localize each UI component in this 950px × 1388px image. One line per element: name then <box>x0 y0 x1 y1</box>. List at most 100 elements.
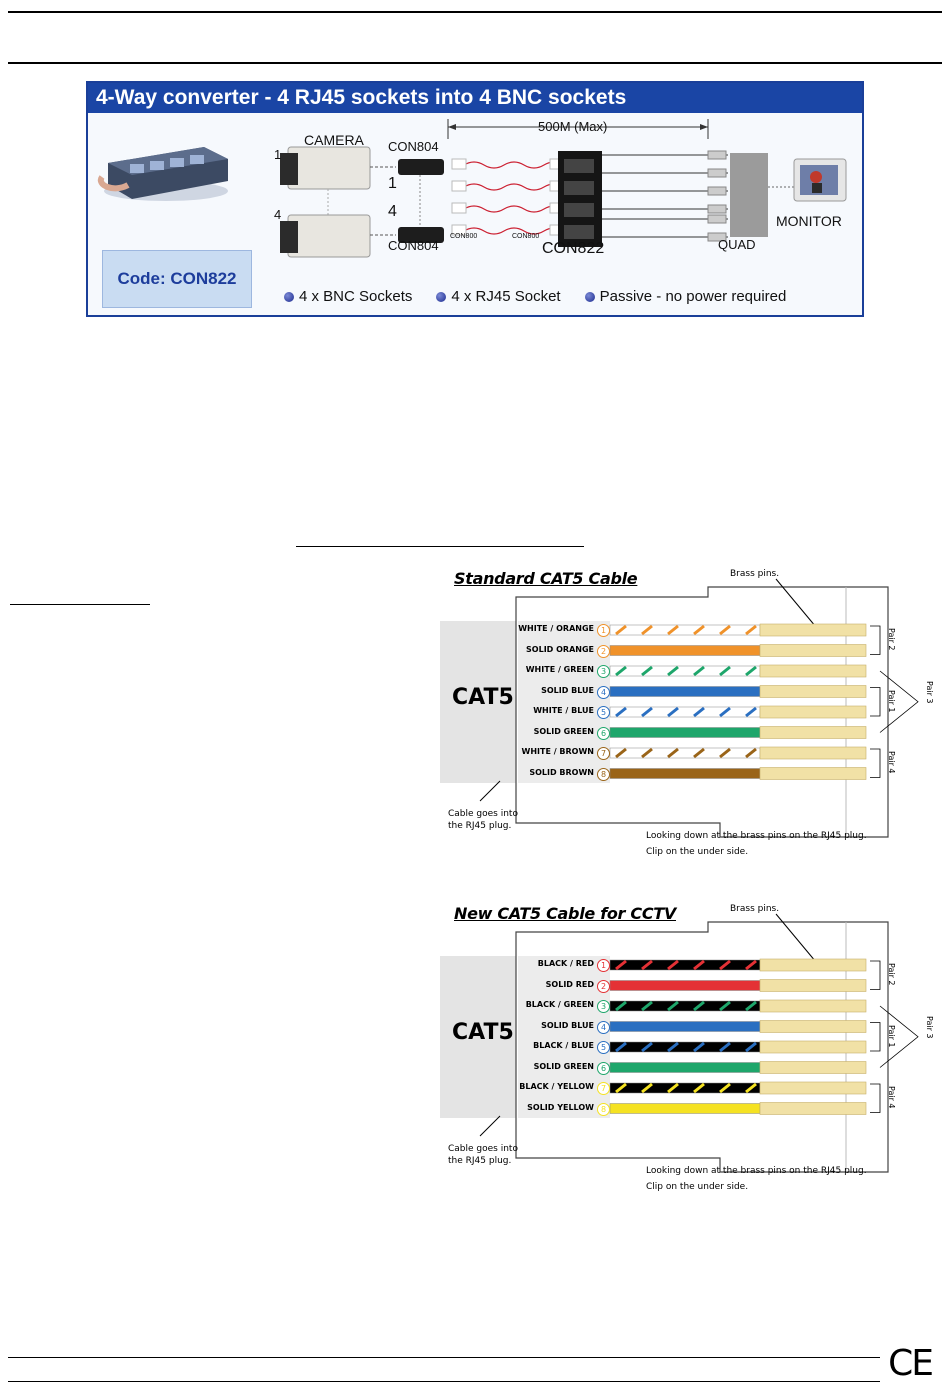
con804-bottom-number: 4 <box>388 203 397 220</box>
wire-2 <box>609 979 867 992</box>
pair-bracket <box>870 1022 881 1052</box>
product-banner: 4-Way converter - 4 RJ45 sockets into 4 … <box>86 81 864 317</box>
pin-number: 2 <box>597 979 610 993</box>
con800-left-label: CON800 <box>450 233 478 240</box>
wire-label: SOLID GREEN <box>533 1061 594 1071</box>
pair-bracket <box>870 960 881 990</box>
wire-4 <box>609 1020 867 1033</box>
brass-pin <box>759 958 867 972</box>
brass-pin <box>759 644 867 657</box>
cable-jacket <box>440 621 518 783</box>
jacket-inside <box>518 956 610 1118</box>
bullet-dot-icon <box>284 291 294 302</box>
diagram-title: New CAT5 Cable for CCTV <box>454 904 676 923</box>
brass-pin <box>759 999 867 1013</box>
brass-pin <box>759 685 867 698</box>
brass-pin <box>759 705 867 719</box>
cat5-label: CAT5 <box>452 1020 514 1045</box>
product-code: Code: CON822 <box>102 250 252 308</box>
jacket-inside <box>518 621 610 783</box>
ce-mark: CE <box>888 1343 934 1384</box>
brass-pin <box>759 664 867 678</box>
quad-label: QUAD <box>718 237 756 252</box>
con804-bottom-label: CON804 <box>388 238 439 253</box>
camera-number-1: 1 <box>274 147 282 162</box>
brass-pin <box>759 1040 867 1054</box>
pin-number: 5 <box>597 1041 610 1054</box>
bullet-item: 4 x BNC Sockets <box>284 288 412 305</box>
bullet-item: Passive - no power required <box>584 288 786 305</box>
pair-label: Pair 3 <box>925 1016 934 1039</box>
brass-pin <box>759 979 867 992</box>
camera-4-icon <box>280 214 371 258</box>
product-photo <box>97 147 228 201</box>
con822-label: CON822 <box>542 240 605 257</box>
cable-note-2: the RJ45 plug. <box>448 821 512 831</box>
pin-number: 6 <box>597 1061 610 1075</box>
brass-pin <box>759 623 867 637</box>
looking-note-1: Looking down at the brass pins on the RJ… <box>646 831 867 841</box>
pin-number: 1 <box>597 624 610 637</box>
cable-wiring-graphic <box>440 913 919 1173</box>
monitor-icon <box>793 158 847 202</box>
pair-bracket <box>870 687 881 717</box>
pair-label: Pair 4 <box>887 751 896 774</box>
quad-unit-icon <box>730 153 768 237</box>
brass-pin <box>759 1102 867 1115</box>
section-rule-left <box>10 604 150 605</box>
feature-bullets: 4 x BNC Sockets 4 x RJ45 Socket Passive … <box>284 288 786 305</box>
wire-label: SOLID RED <box>545 979 594 989</box>
pin-number: 7 <box>597 747 610 760</box>
distance-label: 500M (Max) <box>538 119 608 134</box>
wire-label: SOLID BLUE <box>541 685 594 695</box>
brass-pointer <box>775 913 817 963</box>
looking-note-2: Clip on the under side. <box>646 1182 749 1192</box>
cable-note-1: Cable goes into <box>448 1144 518 1154</box>
wire-label: WHITE / BLUE <box>533 706 594 715</box>
top-rule-1 <box>8 11 942 13</box>
cable-note-pointer <box>479 780 501 802</box>
con804-top-number: 1 <box>388 175 397 192</box>
wire-6 <box>609 1061 867 1074</box>
wire-label: BLACK / GREEN <box>525 1000 594 1009</box>
wire-7 <box>609 746 867 760</box>
brass-pointer <box>775 578 817 628</box>
bullet-dot-icon <box>584 291 595 302</box>
wire-label: BLACK / YELLOW <box>519 1082 594 1091</box>
pair3-bracket <box>879 670 919 733</box>
looking-note-2: Clip on the under side. <box>646 847 749 857</box>
wire-5 <box>609 1040 867 1054</box>
section-rule-middle <box>296 546 584 547</box>
wire-label: SOLID YELLOW <box>527 1102 594 1112</box>
pin-number: 1 <box>597 959 610 972</box>
system-diagram <box>280 119 847 258</box>
brass-pin <box>759 746 867 760</box>
brass-pin <box>759 1061 867 1074</box>
pair3-bracket <box>879 1005 919 1068</box>
monitor-label: MONITOR <box>776 213 842 229</box>
wire-label: BLACK / RED <box>537 959 594 968</box>
pair-label: Pair 2 <box>887 963 896 986</box>
camera-1-icon <box>280 146 371 215</box>
cable-note-1: Cable goes into <box>448 809 518 819</box>
cable-note-2: the RJ45 plug. <box>448 1156 512 1166</box>
wire-label: SOLID GREEN <box>533 726 594 736</box>
pair-bracket <box>870 748 881 778</box>
top-rule-2 <box>8 62 942 64</box>
con804-top-icon <box>398 159 444 175</box>
cat5-label: CAT5 <box>452 685 514 710</box>
brass-pin <box>759 1020 867 1033</box>
wire-8 <box>609 767 867 780</box>
bullet-dot-icon <box>436 291 447 302</box>
brass-pin <box>759 726 867 739</box>
pin-number: 5 <box>597 706 610 719</box>
wire-1 <box>609 958 867 972</box>
diagram-title: Standard CAT5 Cable <box>454 569 638 588</box>
pair-label: Pair 3 <box>925 681 934 704</box>
wire-label: WHITE / GREEN <box>525 665 594 674</box>
banner-title: 4-Way converter - 4 RJ45 sockets into 4 … <box>88 83 862 113</box>
pair-label: Pair 1 <box>887 1024 896 1048</box>
wire-label: WHITE / BROWN <box>521 747 595 756</box>
brass-pins-label: Brass pins. <box>730 569 780 579</box>
wire-4 <box>609 685 867 698</box>
